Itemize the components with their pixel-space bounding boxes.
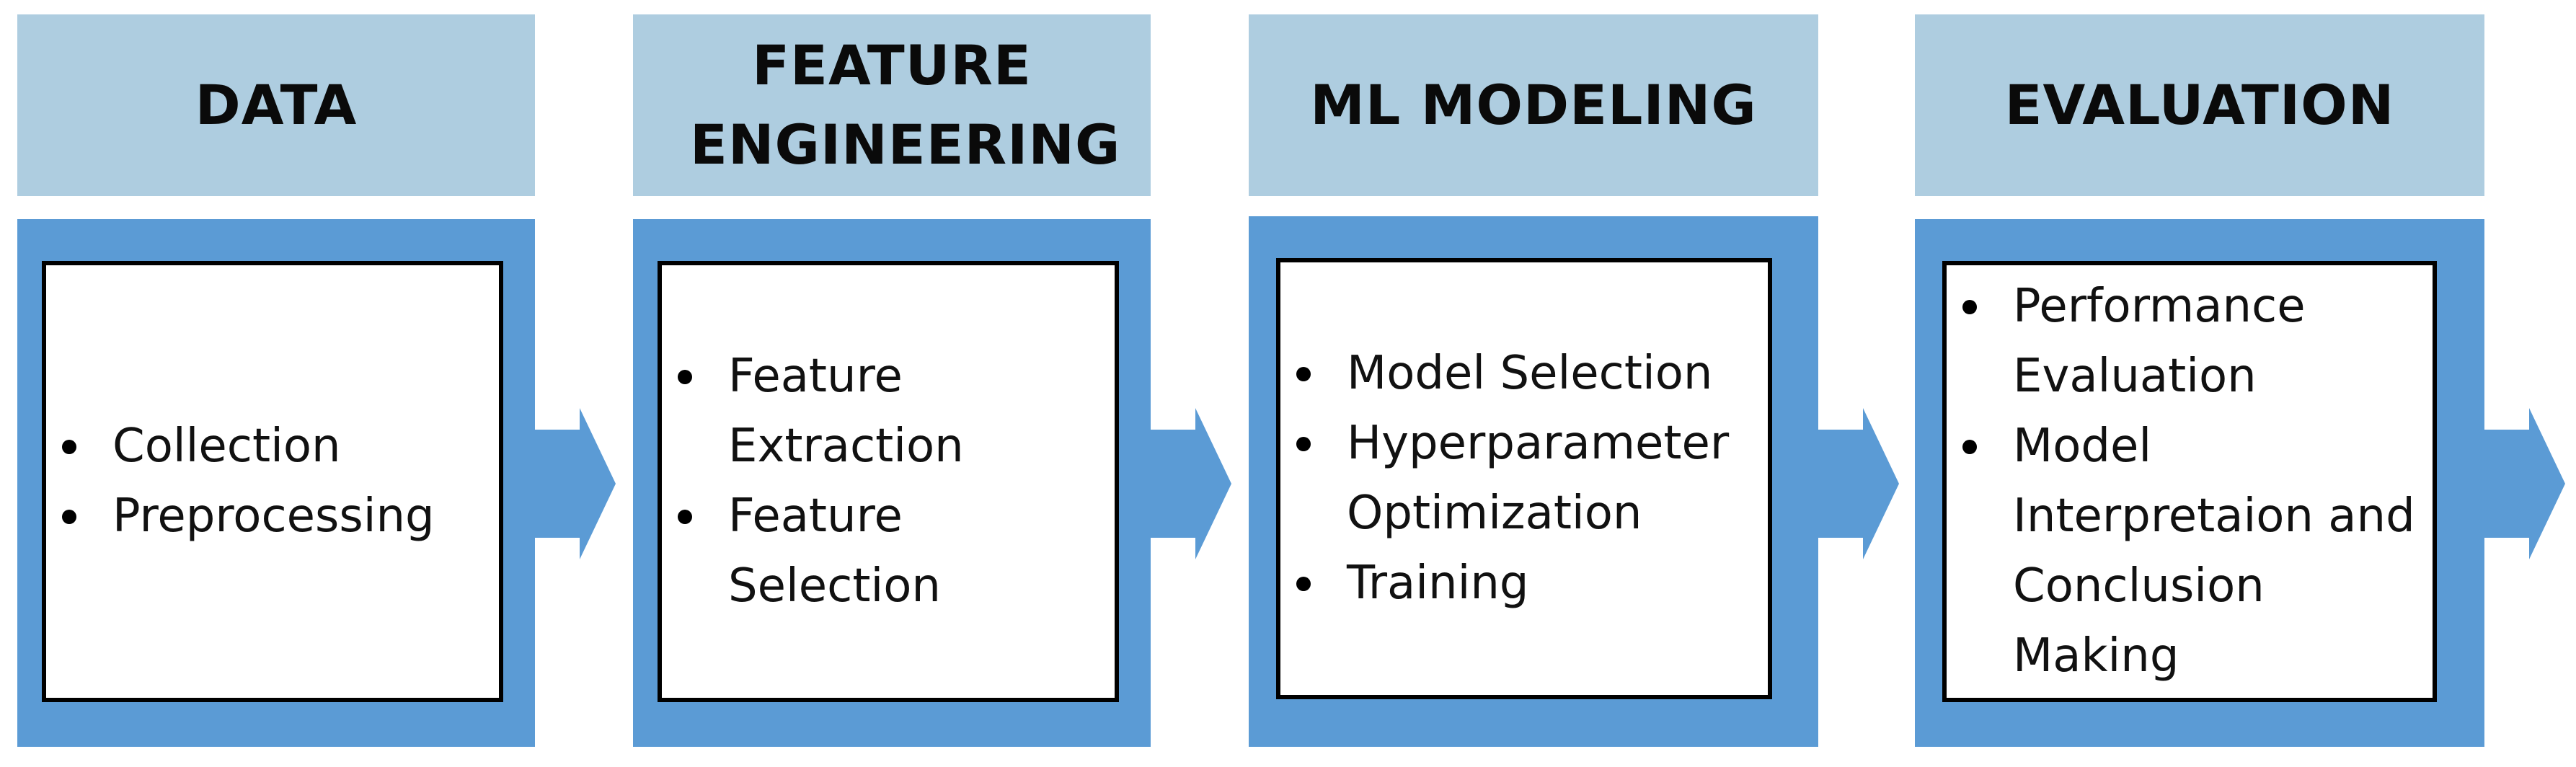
- bullet-list: Collection Preprocessing: [46, 412, 499, 551]
- list-item: Model Interpretaion and Conclusion Makin…: [1947, 412, 2438, 691]
- stage-title: ML MODELING: [1310, 73, 1757, 137]
- bullet-list: Model Selection Hyperparameter Optimizat…: [1280, 339, 1768, 619]
- stage-content-box: Feature Extraction Feature Selection: [658, 261, 1119, 702]
- stage-content-box: Performance Evaluation Model Interpretai…: [1942, 261, 2437, 702]
- stage-header-evaluation: EVALUATION: [1915, 14, 2484, 196]
- list-item: Collection: [46, 412, 499, 482]
- list-item: Feature Selection: [662, 482, 944, 621]
- stage-panel-feature-engineering: Feature Extraction Feature Selection: [633, 219, 1151, 747]
- stage-title: FEATURE ENGINEERING: [690, 33, 1121, 177]
- stage-header-feature-engineering: FEATURE ENGINEERING: [633, 14, 1151, 196]
- list-item: Preprocessing: [46, 482, 499, 551]
- stage-content-box: Model Selection Hyperparameter Optimizat…: [1276, 258, 1772, 699]
- arrow-right-icon: [1818, 408, 1899, 559]
- stage-content-box: Collection Preprocessing: [42, 261, 503, 702]
- stage-title: DATA: [195, 73, 358, 137]
- stage-panel-data: Collection Preprocessing: [17, 219, 535, 747]
- stage-panel-ml-modeling: Model Selection Hyperparameter Optimizat…: [1249, 216, 1818, 747]
- list-item: Training: [1280, 549, 1768, 619]
- bullet-list: Performance Evaluation Model Interpretai…: [1947, 272, 2433, 691]
- bullet-list: Feature Extraction Feature Selection: [662, 342, 1115, 621]
- list-item: Model Selection: [1280, 339, 1768, 409]
- stage-panel-evaluation: Performance Evaluation Model Interpretai…: [1915, 219, 2484, 747]
- list-item: Feature Extraction: [662, 342, 964, 482]
- arrow-right-icon: [2484, 408, 2565, 559]
- list-item: Performance Evaluation: [1947, 272, 2330, 412]
- arrow-right-icon: [1151, 408, 1231, 559]
- stage-title: EVALUATION: [2004, 73, 2395, 137]
- list-item: Hyperparameter Optimization: [1280, 409, 1729, 549]
- arrow-right-icon: [535, 408, 616, 559]
- stage-header-data: DATA: [17, 14, 535, 196]
- stage-header-ml-modeling: ML MODELING: [1249, 14, 1818, 196]
